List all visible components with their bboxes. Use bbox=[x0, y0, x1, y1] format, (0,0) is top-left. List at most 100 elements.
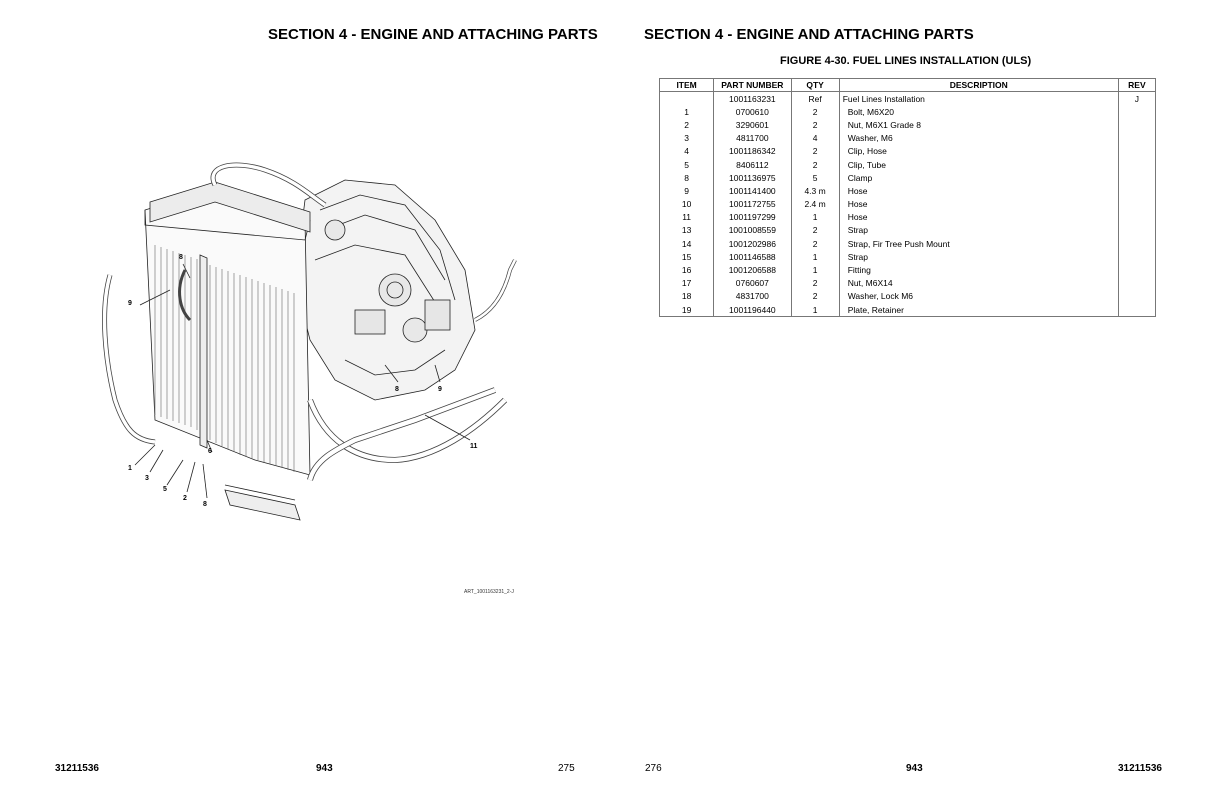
table-cell-rev bbox=[1117, 171, 1157, 185]
table-cell-qty: 2 bbox=[790, 157, 840, 172]
table-cell-rev: J bbox=[1117, 91, 1157, 106]
table-cell-rev bbox=[1117, 157, 1157, 172]
table-cell-description: Strap bbox=[838, 223, 1119, 238]
table-cell-rev bbox=[1117, 223, 1157, 238]
table-cell-qty: 4.3 m bbox=[790, 184, 840, 198]
table-cell-part-number: 1001197299 bbox=[713, 210, 792, 224]
table-cell-description: Washer, M6 bbox=[838, 131, 1119, 145]
table-cell-item: 15 bbox=[658, 250, 715, 264]
table-cell-rev bbox=[1117, 276, 1157, 290]
table-header-row: ITEM PART NUMBER QTY DESCRIPTION REV bbox=[658, 78, 1157, 92]
table-cell-rev bbox=[1117, 210, 1157, 224]
table-cell-description: Hose bbox=[838, 210, 1119, 224]
table-cell-description: Nut, M6X14 bbox=[838, 276, 1119, 290]
table-cell-rev bbox=[1117, 263, 1157, 277]
callout-label: 8 bbox=[395, 386, 399, 393]
table-cell-part-number: 1001136975 bbox=[713, 171, 792, 185]
table-cell-qty: 1 bbox=[790, 303, 840, 318]
footer-page-number: 275 bbox=[558, 763, 575, 774]
footer-page-number: 276 bbox=[645, 763, 662, 774]
callout-label: 8 bbox=[179, 254, 183, 261]
table-cell-qty: 2 bbox=[790, 118, 840, 132]
table-cell-item: 3 bbox=[658, 131, 715, 145]
table-cell-part-number: 4811700 bbox=[713, 131, 792, 145]
table-cell-description: Strap bbox=[838, 250, 1119, 264]
table-cell-part-number: 1001163231 bbox=[713, 91, 792, 106]
table-cell-description: Bolt, M6X20 bbox=[838, 105, 1119, 119]
table-cell-part-number: 0700610 bbox=[713, 105, 792, 119]
table-cell-description: Clamp bbox=[838, 171, 1119, 185]
table-cell-rev bbox=[1117, 118, 1157, 132]
table-cell-part-number: 3290601 bbox=[713, 118, 792, 132]
callout-label: 9 bbox=[438, 386, 442, 393]
art-id: ART_1001163231_2-J bbox=[464, 589, 514, 595]
footer-doc-number: 31211536 bbox=[1118, 763, 1162, 774]
table-cell-description: Fitting bbox=[838, 263, 1119, 277]
table-cell-qty: 1 bbox=[790, 263, 840, 277]
table-cell-item: 8 bbox=[658, 171, 715, 185]
table-cell-qty: 5 bbox=[790, 171, 840, 185]
table-cell-part-number: 1001206588 bbox=[713, 263, 792, 277]
callout-label: 11 bbox=[470, 443, 478, 450]
table-cell-qty: 4 bbox=[790, 131, 840, 145]
callout-label: 3 bbox=[145, 475, 149, 482]
table-cell-item: 2 bbox=[658, 118, 715, 132]
table-cell-rev bbox=[1117, 184, 1157, 198]
left-page: SECTION 4 - ENGINE AND ATTACHING PARTS bbox=[55, 26, 598, 774]
table-cell-item: 11 bbox=[658, 210, 715, 224]
table-cell-part-number: 1001186342 bbox=[713, 144, 792, 158]
fuel-lines-illustration: 9 8 1 3 5 2 8 6 8 9 11 bbox=[102, 162, 517, 521]
column-header-description: DESCRIPTION bbox=[838, 78, 1119, 92]
table-cell-qty: 2 bbox=[790, 105, 840, 119]
figure-title: FIGURE 4-30. FUEL LINES INSTALLATION (UL… bbox=[780, 55, 1032, 67]
table-cell-description: Nut, M6X1 Grade 8 bbox=[838, 118, 1119, 132]
callout-label: 5 bbox=[163, 486, 167, 493]
column-header-part-number: PART NUMBER bbox=[713, 78, 792, 92]
table-cell-description: Clip, Tube bbox=[838, 157, 1119, 172]
table-cell-item: 16 bbox=[658, 263, 715, 277]
table-cell-qty: 2 bbox=[790, 237, 840, 251]
table-cell-item: 18 bbox=[658, 289, 715, 303]
table-cell-item: 10 bbox=[658, 197, 715, 211]
table-cell-part-number: 1001172755 bbox=[713, 197, 792, 211]
table-cell-item: 1 bbox=[658, 105, 715, 119]
callout-label: 9 bbox=[128, 300, 132, 307]
table-cell-item: 4 bbox=[658, 144, 715, 158]
table-cell-qty: 1 bbox=[790, 250, 840, 264]
table-cell-rev bbox=[1117, 197, 1157, 211]
right-page: SECTION 4 - ENGINE AND ATTACHING PARTS F… bbox=[612, 0, 1224, 792]
table-cell-part-number: 1001202986 bbox=[713, 237, 792, 251]
table-cell-part-number: 1001141400 bbox=[713, 184, 792, 198]
table-cell-part-number: 8406112 bbox=[713, 157, 792, 172]
table-cell-part-number: 1001146588 bbox=[713, 250, 792, 264]
table-cell-description: Hose bbox=[838, 197, 1119, 211]
callout-label: 6 bbox=[208, 448, 212, 455]
table-cell-rev bbox=[1117, 289, 1157, 303]
table-cell-part-number: 4831700 bbox=[713, 289, 792, 303]
table-cell-description: Hose bbox=[838, 184, 1119, 198]
callout-label: 2 bbox=[183, 495, 187, 502]
table-cell-item: 9 bbox=[658, 184, 715, 198]
table-cell-qty: 2.4 m bbox=[790, 197, 840, 211]
footer-model: 943 bbox=[906, 763, 923, 774]
table-cell-item: 17 bbox=[658, 276, 715, 290]
table-cell-item: 5 bbox=[658, 157, 715, 172]
table-cell-item bbox=[658, 91, 715, 106]
section-title: SECTION 4 - ENGINE AND ATTACHING PARTS bbox=[268, 26, 598, 43]
table-cell-description: Washer, Lock M6 bbox=[838, 289, 1119, 303]
